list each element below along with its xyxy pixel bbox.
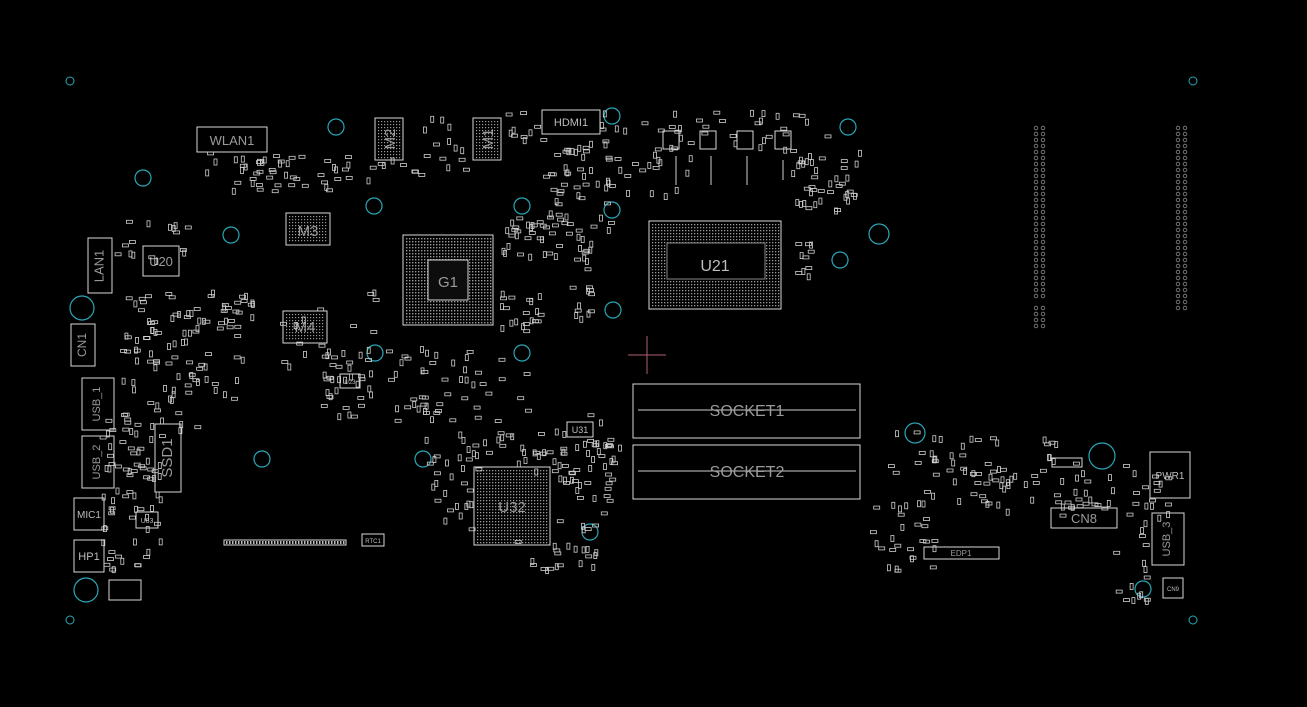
mounting-hole [904,422,926,444]
component-label: G1 [438,274,458,291]
component-usb1[interactable]: USB_1 [81,377,115,431]
component-label: EDP1 [951,549,972,558]
component-u32[interactable]: U32 [473,466,551,546]
mounting-hole [1088,442,1116,470]
component-label: HP1 [78,551,99,563]
component-label: U83 [141,518,154,525]
component-u31[interactable]: U31 [566,421,594,438]
component-edp1[interactable]: EDP1 [923,546,1000,560]
component-m2[interactable]: M2 [374,117,404,161]
component-m1[interactable]: M1 [472,117,502,161]
mounting-hole [603,107,621,125]
mounting-hole [134,169,152,187]
mounting-hole [513,197,531,215]
crosshair-icon [628,336,666,374]
component-label: SOCKET1 [710,403,785,420]
mounting-hole [1188,76,1198,86]
component-label: M2 [382,129,399,150]
component-cn1[interactable]: CN1 [70,323,96,367]
mounting-hole [831,251,849,269]
component-socket2[interactable]: SOCKET2 [632,444,861,500]
component-g1[interactable]: G1 [402,234,494,326]
component-label: HDMI1 [554,117,588,129]
mounting-hole [868,223,890,245]
component-socket1[interactable]: SOCKET1 [632,383,861,439]
inductor-row [662,130,792,185]
component-label: SSD1 [159,438,176,477]
component-ssd1[interactable]: SSD1 [154,423,182,493]
test-pad-columns [1033,125,1188,329]
component-label: U31 [572,425,589,435]
component-wlan1[interactable]: WLAN1 [196,126,268,153]
component-cn8[interactable]: CN8 [1050,507,1118,529]
mounting-hole [604,301,622,319]
mounting-holes [65,76,1198,625]
component-mic1[interactable]: MIC1 [73,497,105,531]
component-label: SOCKET2 [710,464,785,481]
component-label: USB_2 [91,445,103,480]
component-label: U21 [700,258,729,275]
bottom-connector-strip [223,539,347,546]
mounting-hole [414,450,432,468]
component-label: U20 [149,254,173,269]
component-label: U23 [344,380,356,386]
mounting-hole [253,450,271,468]
component-label: USB_1 [91,387,103,422]
component-label: LAN1 [91,250,106,283]
component-m3[interactable]: M3 [285,212,331,246]
component-label: USB_3 [1161,522,1173,557]
mounting-hole [222,226,240,244]
component-label: M4 [295,319,316,336]
mounting-hole [1188,615,1198,625]
component-label: MIC1 [77,510,101,521]
component-u21[interactable]: U21 [648,220,782,310]
mounting-hole [839,118,857,136]
component-label: CN8 [1071,511,1097,526]
component-u83[interactable]: U83 [135,511,159,529]
component-hdmi1[interactable]: HDMI1 [541,109,601,135]
component-label: M1 [480,129,497,150]
component-label: RTC1 [365,539,381,545]
component-usb3[interactable]: USB_3 [1151,512,1185,566]
mounting-hole [69,295,95,321]
component-hp1[interactable]: HP1 [73,539,105,573]
component-usb2[interactable]: USB_2 [81,435,115,489]
mounting-hole [327,118,345,136]
component-label: U32 [498,499,526,516]
mounting-hole [65,76,75,86]
mounting-hole [65,615,75,625]
speaker-connector [108,579,142,601]
mounting-hole [603,201,621,219]
component-m4[interactable]: M4 [282,310,328,344]
passive-components [99,109,1173,605]
component-lan1[interactable]: LAN1 [87,237,113,294]
component-label: WLAN1 [210,133,255,148]
mounting-hole [73,577,99,603]
component-label: CN1 [75,333,89,357]
component-label: M3 [298,223,319,240]
mounting-hole [513,344,531,362]
mounting-hole [365,197,383,215]
component-rtc1[interactable]: RTC1 [361,533,385,547]
component-label: CN9 [1167,587,1180,593]
component-cn9[interactable]: CN9 [1162,577,1184,599]
